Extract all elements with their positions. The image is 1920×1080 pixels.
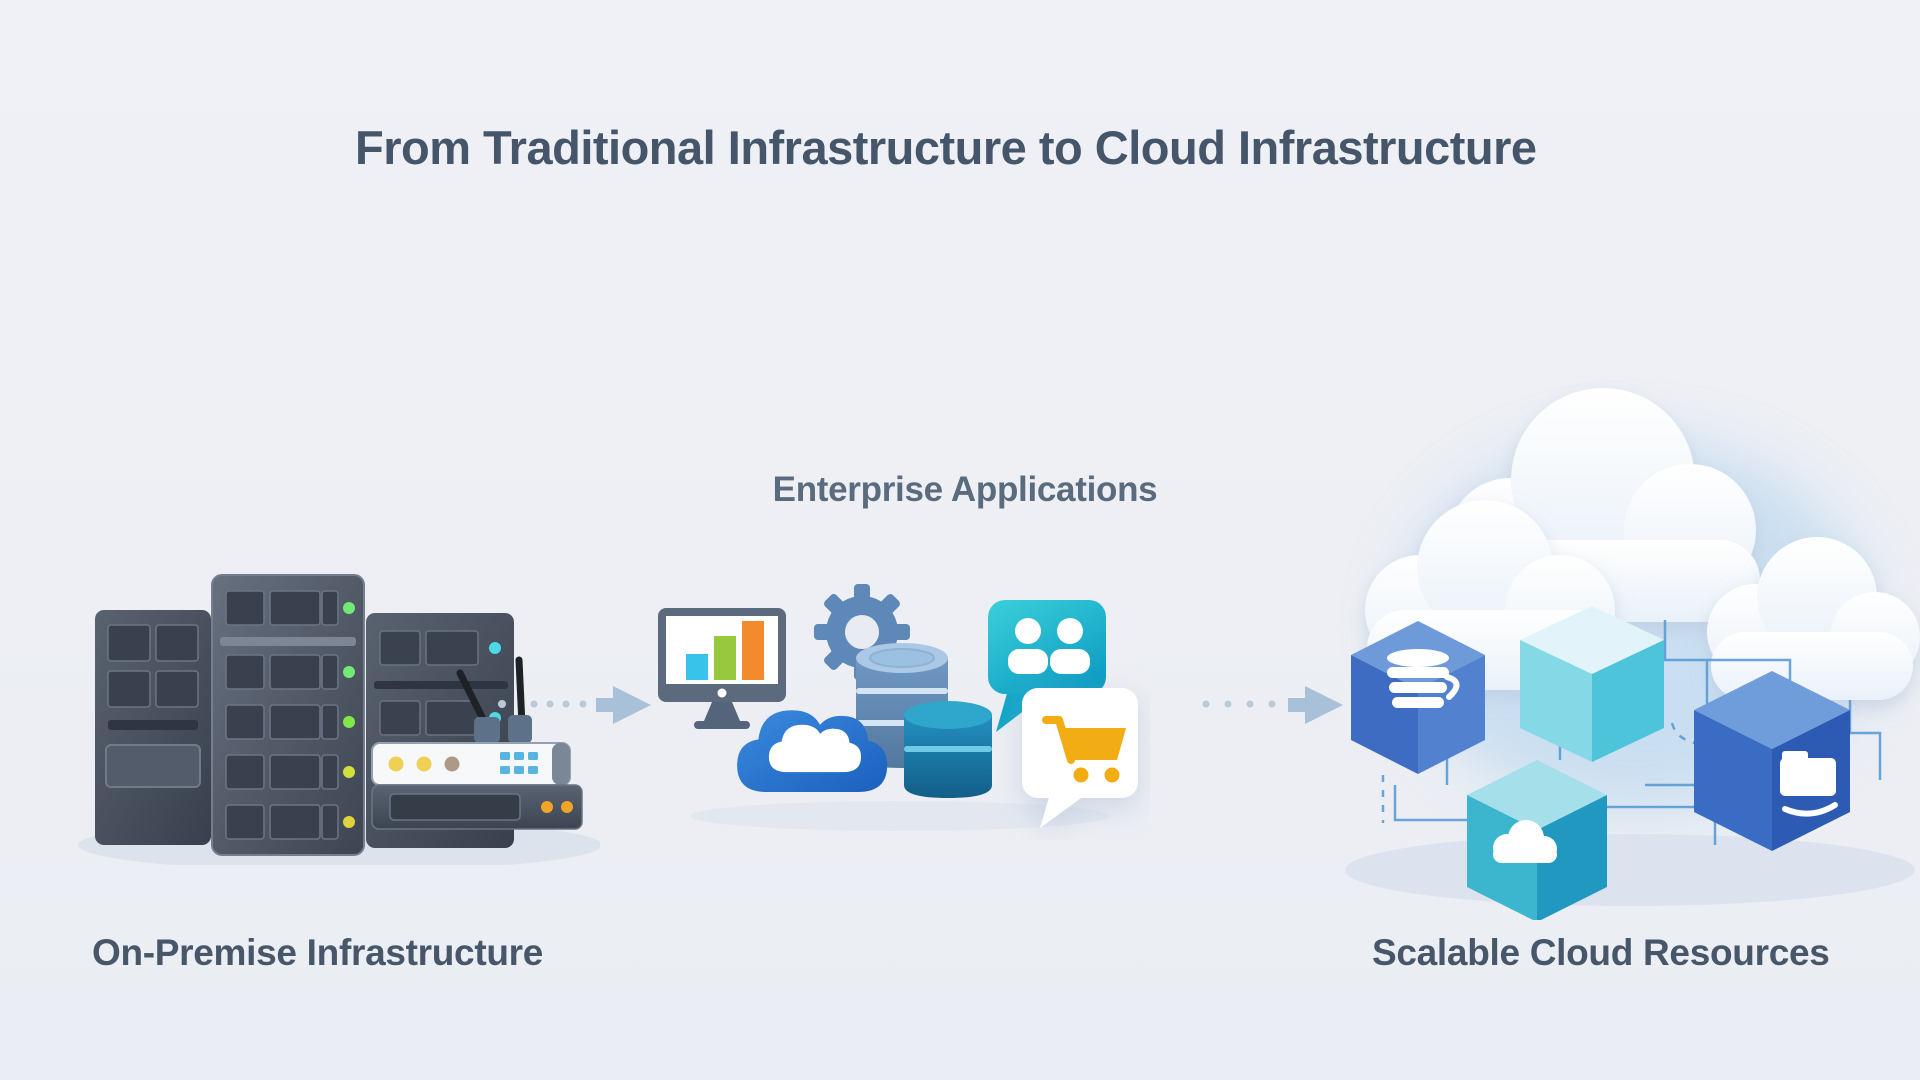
cloud-icon [737, 710, 888, 792]
cloud-resources-label: Scalable Cloud Resources [1372, 932, 1830, 973]
status-led-green [343, 602, 355, 828]
folder-glyph-icon [1780, 751, 1838, 817]
ground-shadow [1345, 834, 1915, 906]
cloud-resources-illustration [1345, 388, 1920, 920]
database-small-icon [904, 701, 992, 798]
cloud-cube-icon [1467, 760, 1607, 920]
flow-arrow-right-icon [1202, 686, 1343, 724]
bar-chart [686, 621, 764, 680]
page-title: From Traditional Infrastructure to Cloud… [355, 121, 1537, 174]
server-rack-icon [211, 574, 365, 856]
cloud-shape-icon [1707, 537, 1920, 700]
enterprise-apps-illustration [658, 584, 1138, 831]
enterprise-applications-label: Enterprise Applications [772, 470, 1158, 509]
shopping-cart-bubble-icon [1022, 688, 1138, 828]
status-led-orange [541, 801, 573, 813]
rack-unit-icon [371, 784, 583, 830]
shopping-cart-icon [1042, 716, 1126, 783]
database-cube-icon [1351, 621, 1485, 774]
on-premise-illustration [78, 574, 600, 865]
router-ports [500, 752, 538, 774]
cloud-right [1707, 537, 1920, 700]
cloud-glyph-icon [1493, 820, 1557, 863]
files-cube-icon [1694, 671, 1850, 851]
plain-cube-icon [1520, 606, 1664, 762]
database-stack-icon [1387, 649, 1460, 708]
on-premise-label: On-Premise Infrastructure [92, 932, 544, 973]
flow-arrow-left-icon [498, 686, 651, 724]
chat-users-icon [988, 600, 1106, 732]
router-indicator-lights [388, 756, 460, 772]
server-rack-icon [95, 610, 211, 845]
monitor-bar-chart-icon [658, 608, 786, 729]
network-router-icon [371, 742, 571, 786]
ground-shadow [690, 801, 1110, 831]
antenna-mounts [474, 715, 532, 743]
